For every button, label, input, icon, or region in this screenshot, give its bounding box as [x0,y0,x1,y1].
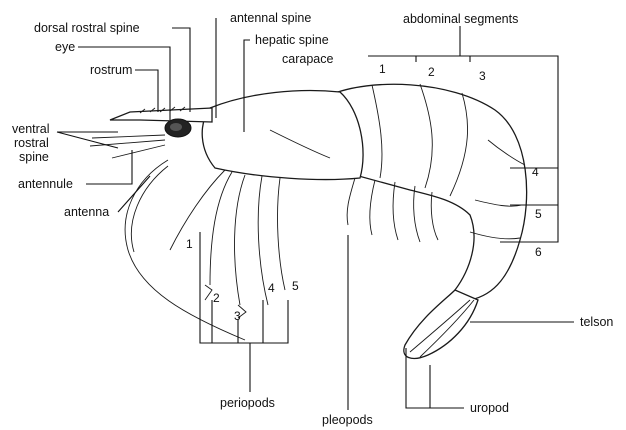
label-telson: telson [580,315,613,329]
segment-number-3: 3 [479,69,486,83]
label-ventral: ventral [12,122,50,136]
segment-number-6: 6 [535,245,542,259]
segment-number-5: 5 [535,207,542,221]
segment-number-1: 1 [379,62,386,76]
label-eye: eye [55,40,75,54]
periopod-number-4: 4 [268,281,275,295]
periopod-number-1: 1 [186,237,193,251]
segment-number-2: 2 [428,65,435,79]
label-hepatic-spine: hepatic spine [255,33,329,47]
shrimp-illustration [90,84,527,358]
label-antennal-spine: antennal spine [230,11,311,25]
periopod-number-2: 2 [213,291,220,305]
periopod-number-5: 5 [292,279,299,293]
label-dorsal-rostral-spine: dorsal rostral spine [34,21,140,35]
periopod-number-3: 3 [234,309,241,323]
abdomen [330,84,527,300]
label-rostral: rostral [14,136,49,150]
label-pleopods: pleopods [322,413,373,427]
label-periopods: periopods [220,396,275,410]
periopod-numbers: 1 2 3 4 5 [186,237,299,323]
label-antenna: antenna [64,205,109,219]
label-rostrum: rostrum [90,63,132,77]
label-abdominal-segments: abdominal segments [403,12,518,26]
label-antennule: antennule [18,177,73,191]
label-carapace: carapace [282,52,333,66]
segment-number-4: 4 [532,165,539,179]
label-uropod: uropod [470,401,509,415]
rostrum-shape [110,108,212,122]
carapace-shape [202,91,363,180]
label-spine: spine [19,150,49,164]
